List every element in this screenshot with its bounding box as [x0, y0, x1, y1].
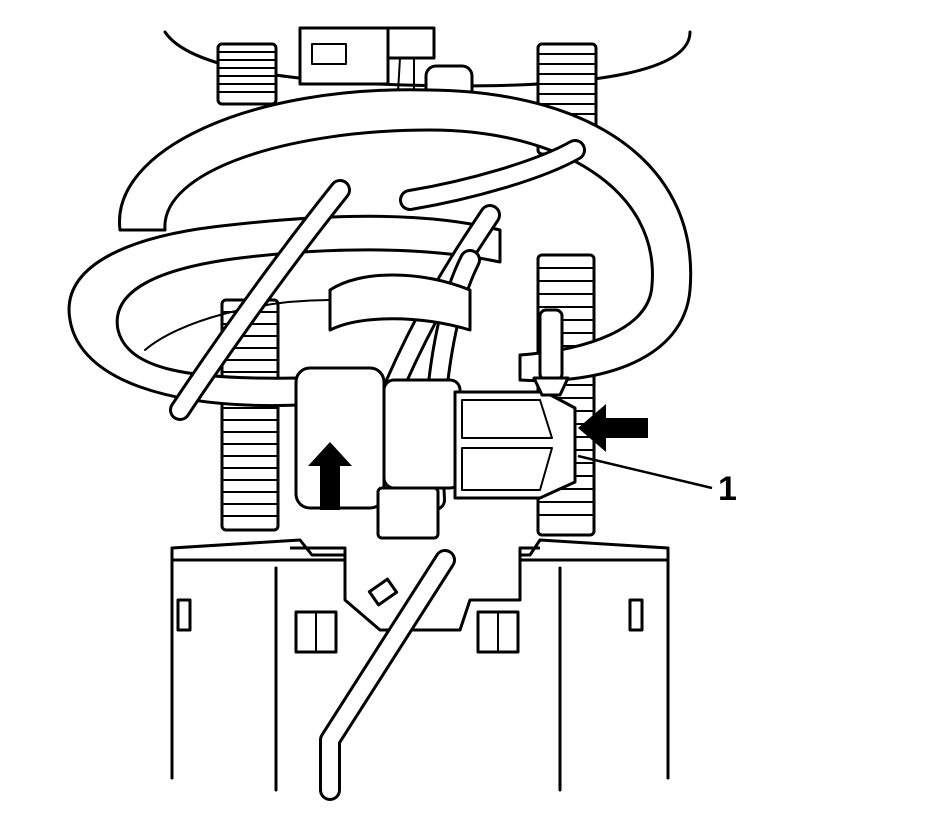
wire-harness-loop [67, 88, 693, 408]
callout-label-1: 1 [718, 470, 737, 508]
fuel-pump-body [294, 273, 472, 540]
fuel-level-sensor [453, 308, 577, 500]
electrical-connector-top [298, 26, 474, 104]
reservoir-housing [170, 538, 670, 792]
callout-leader-line [577, 454, 713, 490]
arrow-up-icon [308, 442, 352, 510]
fuel-line-lower [319, 549, 456, 801]
arrow-left-icon [578, 404, 648, 452]
